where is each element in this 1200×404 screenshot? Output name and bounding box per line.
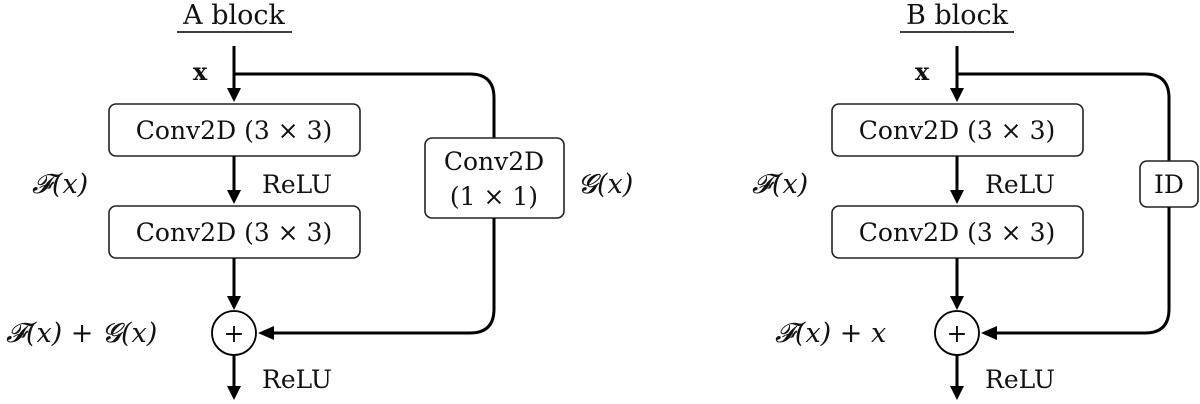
a-shortcut-bottom [272, 218, 496, 335]
b-shortcut-bottom [995, 207, 1171, 335]
b-sum-label: 𝓕(x) + x [775, 318, 886, 349]
a-output-arrowhead [227, 386, 241, 400]
a-conv-top-label: Conv2D (3 × 3) [136, 116, 332, 145]
b-output-arrowhead [950, 386, 964, 400]
b-relu-out-label: ReLU [985, 365, 1055, 394]
a-f-label: 𝓕(x) [32, 169, 88, 200]
b-relu-mid-label: ReLU [985, 170, 1055, 199]
a-input-arrowhead [227, 88, 241, 102]
a-shortcut-line1: Conv2D [444, 147, 544, 176]
b-block-title: B block [906, 0, 1009, 31]
b-shortcut-arrowhead [981, 326, 997, 340]
b-input-label: x [915, 57, 930, 86]
b-shortcut-top [957, 72, 1171, 161]
b-shortcut-label: ID [1154, 170, 1184, 199]
b-sum-arrowhead [950, 296, 964, 310]
a-input-label: x [193, 57, 208, 86]
b-input-arrowhead [950, 88, 964, 102]
a-block: A block x Conv2D (3 × 3) ReLU 𝓕(x) Conv2… [6, 0, 633, 400]
a-g-label: 𝓖(x) [578, 169, 633, 200]
a-relu-mid-label: ReLU [262, 170, 332, 199]
a-relu-out-label: ReLU [262, 365, 332, 394]
b-mid-arrowhead [950, 190, 964, 204]
a-sum-label: 𝓕(x) + 𝓖(x) [6, 318, 157, 349]
a-block-title: A block [182, 0, 285, 31]
a-shortcut-top [234, 72, 496, 138]
b-conv-top-label: Conv2D (3 × 3) [859, 116, 1055, 145]
a-shortcut-line2: (1 × 1) [450, 182, 538, 211]
a-mid-arrowhead [227, 190, 241, 204]
b-block: B block x Conv2D (3 × 3) ReLU 𝓕(x) Conv2… [752, 0, 1199, 400]
a-shortcut-arrowhead [258, 326, 274, 340]
a-conv-bottom-label: Conv2D (3 × 3) [136, 218, 332, 247]
b-f-label: 𝓕(x) [752, 169, 808, 200]
a-sum-arrowhead [227, 296, 241, 310]
a-plus-sign: + [224, 319, 245, 348]
b-plus-sign: + [947, 319, 968, 348]
b-conv-bottom-label: Conv2D (3 × 3) [859, 218, 1055, 247]
